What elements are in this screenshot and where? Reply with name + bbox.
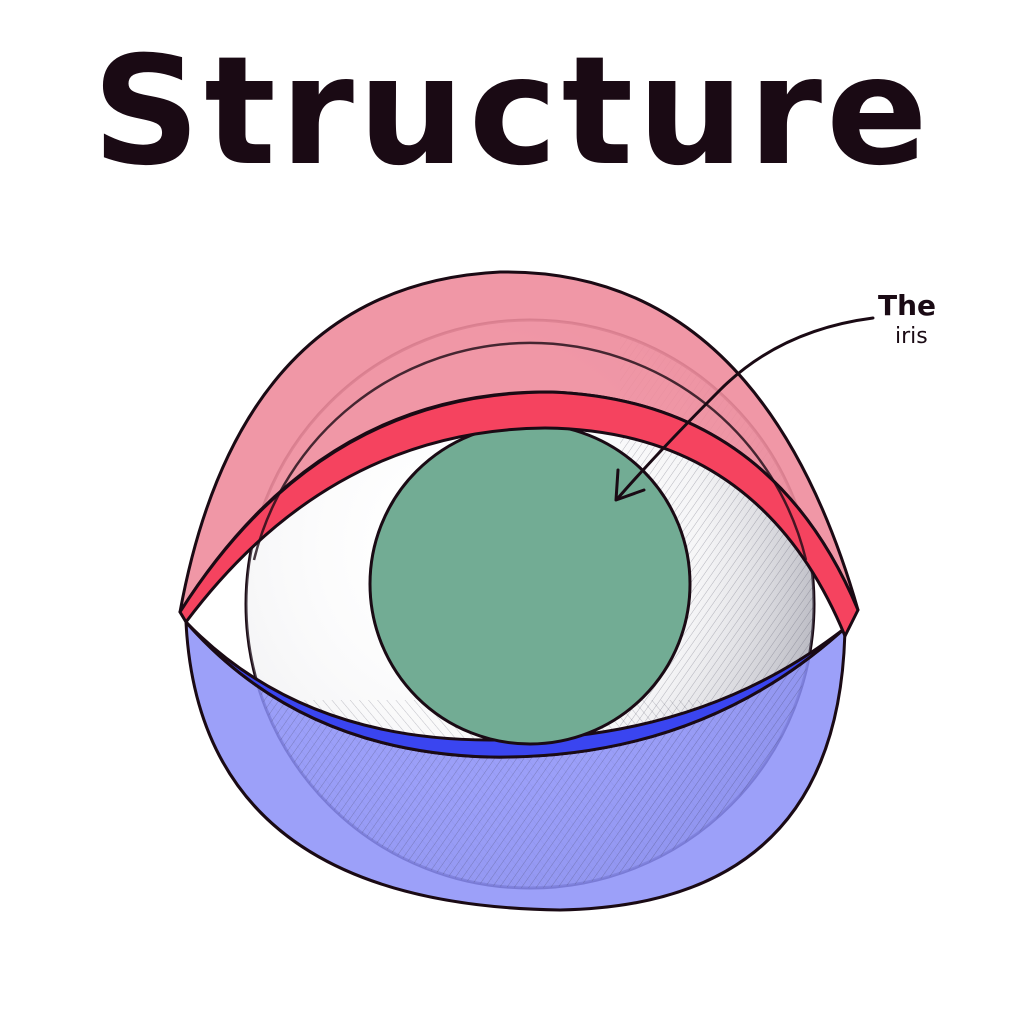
callout-label-line2: iris [895,324,928,349]
upper-eyelid [178,270,860,640]
diagram-title: Structure [92,25,932,199]
lower-eyelid [184,617,847,912]
eyeball-outline-arc [252,341,808,561]
arrow-pointing-to-iris-icon [614,316,875,502]
callout-label-line1: The [878,289,937,322]
